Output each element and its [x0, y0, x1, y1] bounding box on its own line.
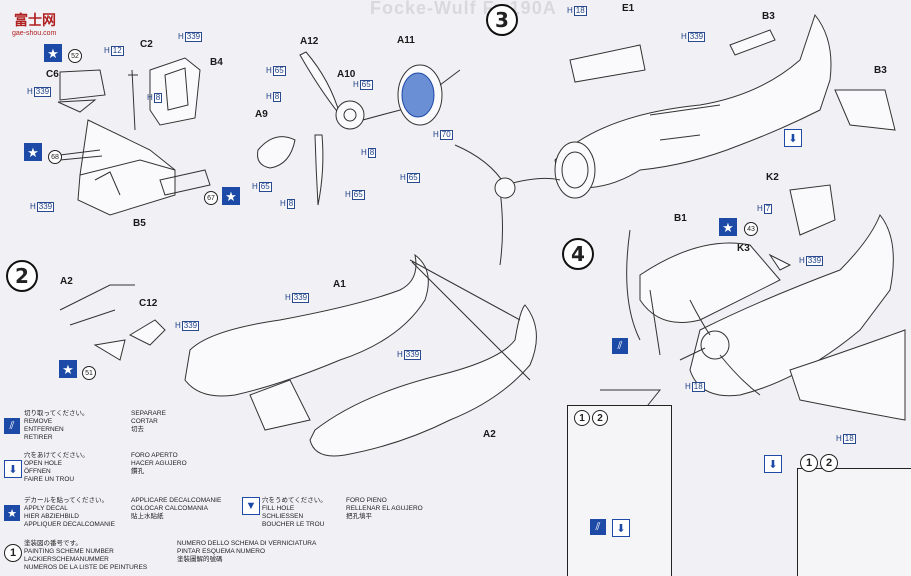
decal-number: 43	[744, 222, 758, 236]
decal-star-icon: ★	[59, 360, 77, 378]
part-label-a10: A10	[337, 69, 356, 80]
open-hole-icon: ⬇	[784, 129, 802, 147]
part-label-a2-small: A2	[60, 276, 73, 287]
decal-number: 51	[82, 366, 96, 380]
step-number-3: 3	[486, 4, 518, 36]
legend-fill-left: 穴をうめてください。 FILL HOLE SCHLIESSEN BOUCHER …	[262, 497, 327, 528]
part-label-a1: A1	[333, 279, 346, 290]
scheme-number-1: 1	[800, 454, 818, 472]
legend-scheme-left: 塗装図の番号です。 PAINTING SCHEME NUMBER LACKIER…	[24, 540, 148, 571]
part-label-c2: C2	[140, 39, 153, 50]
part-label-a2: A2	[483, 429, 496, 440]
part-label-a11: A11	[397, 35, 415, 46]
scheme-number-2: 2	[592, 410, 608, 426]
decal-star-icon: ★	[222, 187, 240, 205]
part-label-b1: B1	[674, 213, 687, 224]
part-label-b3-lower: B3	[874, 65, 887, 76]
step-number-4: 4	[562, 238, 594, 270]
sheet-title: Focke-Wulf Fw190A	[370, 0, 557, 18]
site-logo: 富士网 gae-shou.com	[4, 4, 78, 38]
decal-number: 52	[68, 49, 82, 63]
decal-number: 68	[48, 150, 62, 164]
painting-scheme-icon: 1	[4, 544, 22, 562]
part-label-b4: B4	[210, 57, 223, 68]
remove-icon: ⫽	[612, 338, 628, 354]
legend-scheme-right: NUMERO DELLO SCHEMA DI VERNICIATURA PINT…	[177, 540, 317, 563]
legend-open-right: FORO APERTO HACER AGUJERO 鑽孔	[131, 452, 187, 475]
decal-number: 67	[204, 191, 218, 205]
fill-hole-icon: ▼	[242, 497, 260, 515]
remove-icon: ⫽	[590, 519, 606, 535]
part-label-a12: A12	[300, 36, 319, 47]
part-label-k3: K3	[737, 243, 750, 254]
decal-star-icon: ★	[719, 218, 737, 236]
part-label-b5: B5	[133, 218, 146, 229]
step-number-2: 2	[6, 260, 38, 292]
legend-remove-right: SEPARARE CORTAR 切去	[131, 410, 166, 433]
legend-decal-left: デカールを貼ってください。 APPLY DECAL HIER ABZIEHBIL…	[24, 497, 116, 528]
legend-fill-right: FORO PIENO RELLENAR EL AGUJERO 把孔填平	[346, 497, 423, 520]
decal-star-icon: ★	[44, 44, 62, 62]
logo-subtext: gae-shou.com	[12, 30, 57, 37]
decal-star-icon: ★	[24, 143, 42, 161]
part-label-c6: C6	[46, 69, 59, 80]
legend-open-left: 穴をあけてください。 OPEN HOLE ÖFFNEN FAIRE UN TRO…	[24, 452, 89, 483]
part-label-a9: A9	[255, 109, 268, 120]
part-label-k2: K2	[766, 172, 779, 183]
open-hole-icon: ⬇	[4, 460, 22, 478]
remove-icon: ⫽	[4, 418, 20, 434]
detail-inset-left: 1 2 ⫽ ⬇	[567, 405, 672, 576]
logo-text: 富士网	[14, 13, 56, 29]
open-hole-icon: ⬇	[764, 455, 782, 473]
scheme-number-1: 1	[574, 410, 590, 426]
part-label-b3-upper: B3	[762, 11, 775, 22]
legend-remove-left: 切り取ってください。 REMOVE ENTFERNEN RETIRER	[24, 410, 89, 441]
scheme-number-2: 2	[820, 454, 838, 472]
open-hole-icon: ⬇	[612, 519, 630, 537]
decal-star-icon: ★	[4, 505, 20, 521]
part-label-e1: E1	[622, 3, 635, 14]
part-label-c12: C12	[139, 298, 158, 309]
detail-inset-right	[797, 468, 911, 576]
legend-decal-right: APPLICARE DECALCOMANIE COLOCAR CALCOMANI…	[131, 497, 222, 520]
